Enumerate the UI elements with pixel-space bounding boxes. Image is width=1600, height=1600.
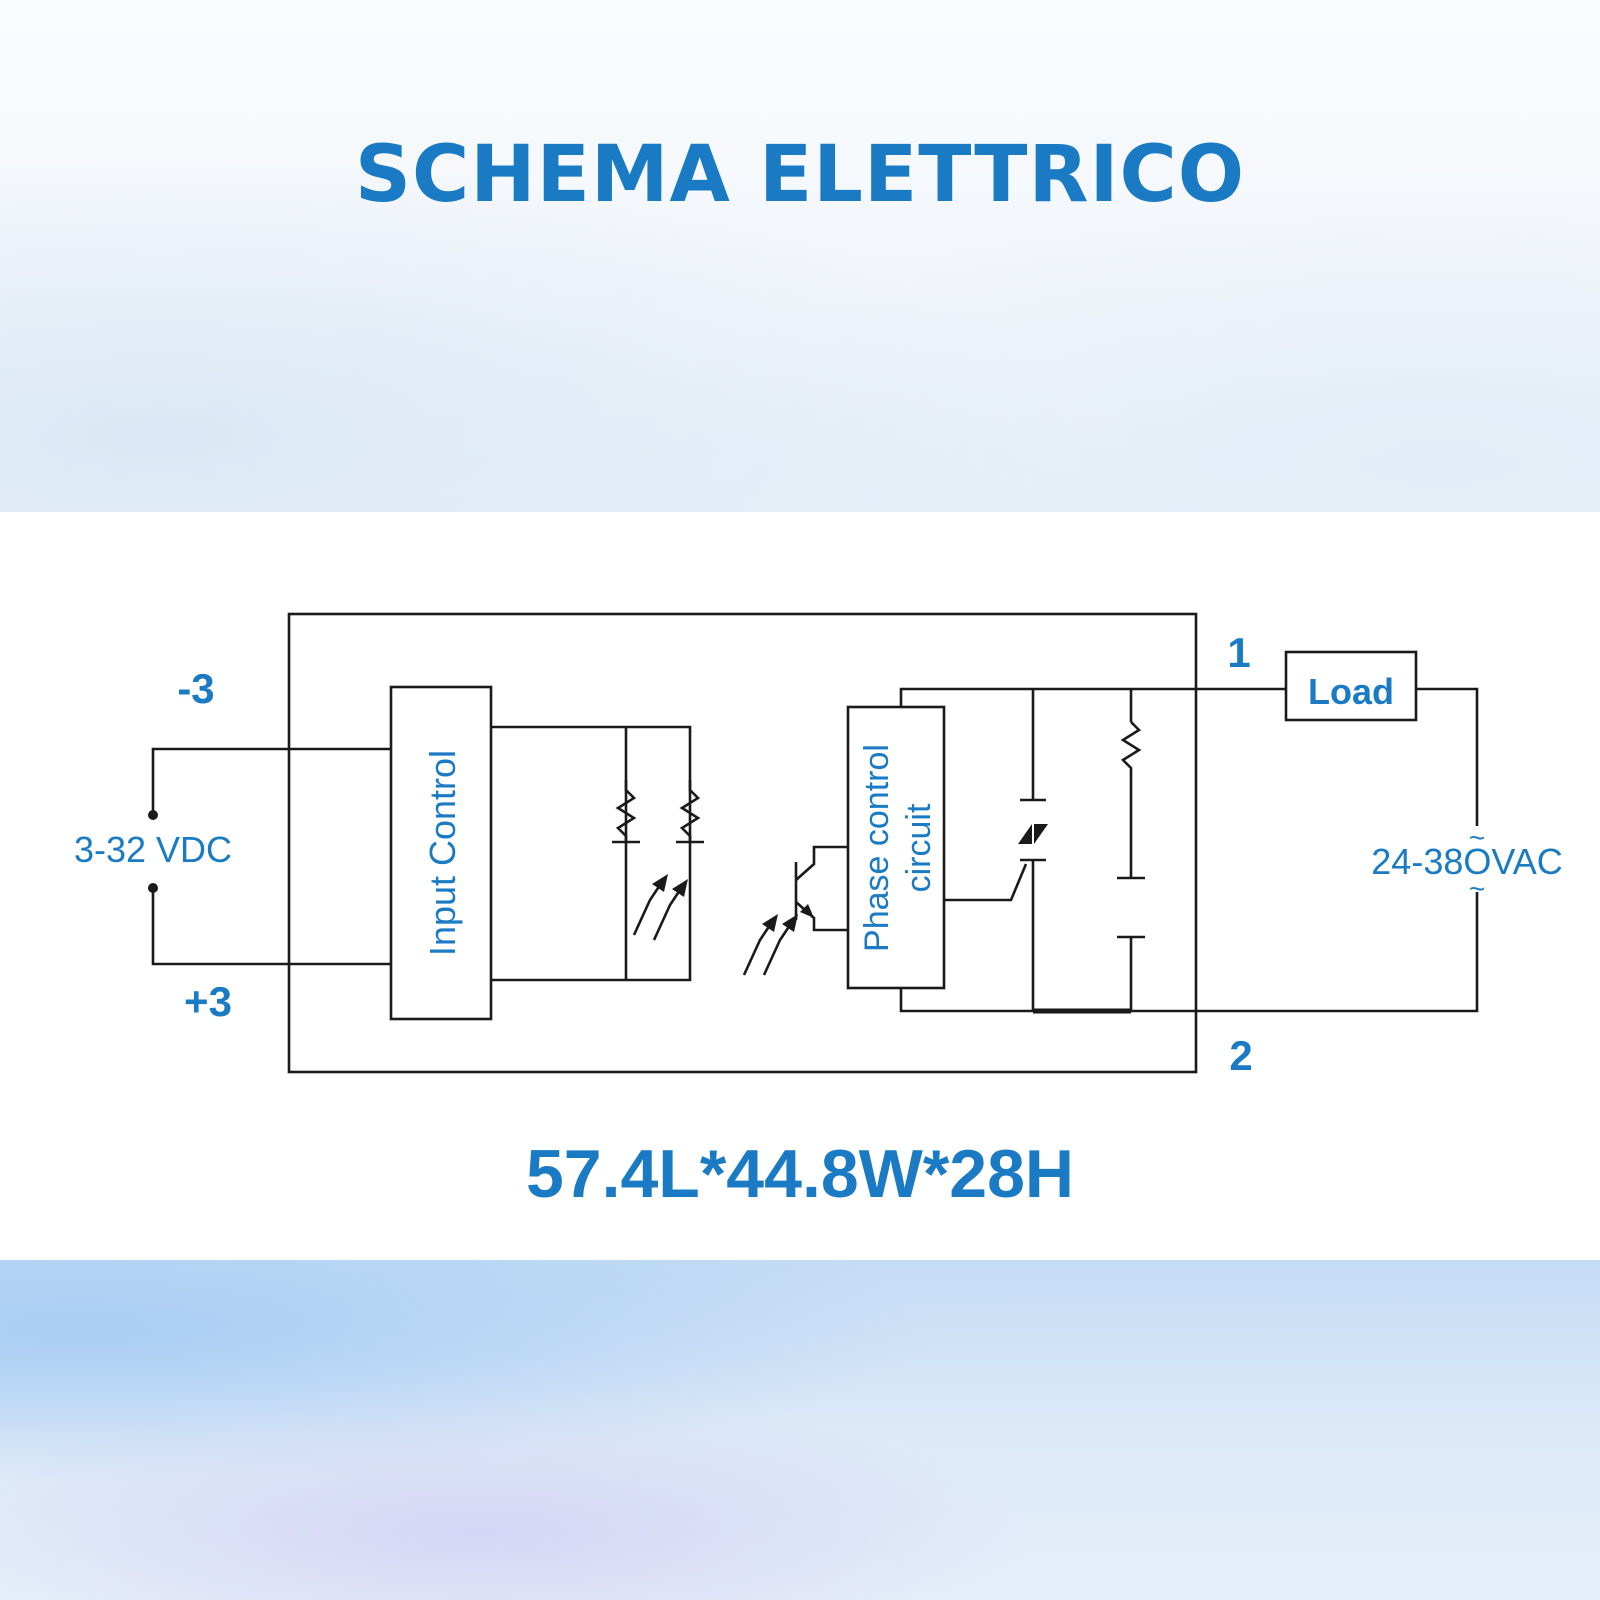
wire-minus3: [151, 747, 391, 815]
wire-plus3: [151, 888, 391, 966]
terminal-plus3: +3: [184, 978, 232, 1025]
terminal-2: 2: [1229, 1032, 1252, 1079]
wire-led-loop: [491, 725, 692, 982]
triac: [944, 689, 1048, 1011]
wire-load-to-ac: [1416, 687, 1479, 826]
led-light-arrows: [632, 874, 688, 941]
terminal-1: 1: [1227, 629, 1250, 676]
input-control-block: [389, 685, 493, 1021]
phase-control-label-1: Phase control: [858, 744, 896, 952]
wire-bottom-rail: [899, 892, 1479, 1013]
photo-receiver-arrows: [742, 914, 798, 976]
load-block: [1284, 650, 1418, 722]
input-control-label: Input Control: [422, 750, 463, 956]
terminal-dot-plus: [148, 883, 158, 893]
page-title: SCHEMA ELETTRICO: [354, 130, 1246, 220]
relay-housing: [287, 612, 1198, 1074]
phase-control-block: [846, 705, 946, 990]
dimensions-label: 57.4L*44.8W*28H: [525, 1136, 1075, 1212]
phase-control-label-2: circuit: [900, 803, 938, 892]
phototransistor: [794, 845, 848, 932]
snubber-rc: [1117, 689, 1145, 1011]
ac-voltage-label: 24-38OVAC: [1371, 841, 1562, 882]
diagram-background: [0, 512, 1600, 1260]
load-label: Load: [1308, 671, 1394, 712]
terminal-dot-minus: [148, 810, 158, 820]
led-resistor-1: [615, 780, 637, 842]
led-resistor-2: [679, 780, 701, 842]
ac-symbol-top: ~: [1469, 822, 1485, 853]
ac-symbol-bottom: ~: [1469, 873, 1485, 904]
terminal-minus3: -3: [177, 665, 214, 712]
wire-top-rail: [899, 687, 1286, 707]
dc-voltage-label: 3-32 VDC: [74, 829, 232, 870]
top-background: [0, 0, 1600, 512]
bottom-background: [0, 1260, 1600, 1600]
